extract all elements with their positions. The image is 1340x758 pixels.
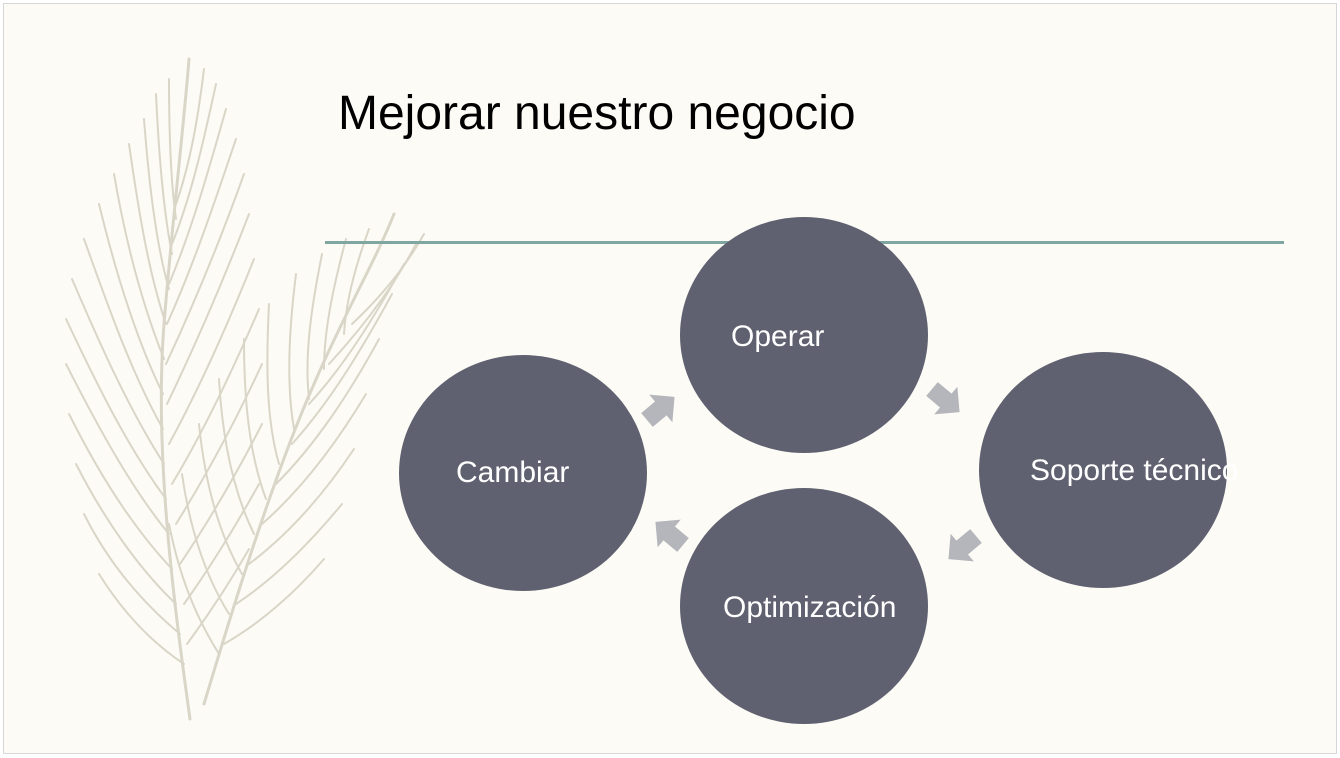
cycle-node-soporte-tecnico: Soporte técnico	[979, 352, 1238, 588]
arrow-icon	[948, 529, 982, 562]
slide-title: Mejorar nuestro negocio	[338, 87, 856, 140]
cycle-node-label: Soporte técnico	[1030, 454, 1239, 487]
slide: Mejorar nuestro negocio Operar Soporte t…	[3, 3, 1337, 754]
cycle-node-optimizacion: Optimización	[680, 488, 928, 724]
feather-icon	[65, 57, 425, 721]
arrow-icon	[926, 382, 960, 415]
cycle-node-label: Operar	[731, 320, 825, 353]
arrow-icon	[641, 394, 675, 427]
cycle-node-operar: Operar	[680, 217, 928, 453]
cycle-node-label: Cambiar	[456, 456, 570, 489]
cycle-diagram: Operar Soporte técnico Optimización Camb…	[4, 4, 1336, 753]
cycle-arrows	[641, 382, 982, 562]
arrow-icon	[655, 519, 689, 552]
cycle-node-label: Optimización	[723, 591, 897, 624]
cycle-node-cambiar: Cambiar	[399, 355, 647, 591]
